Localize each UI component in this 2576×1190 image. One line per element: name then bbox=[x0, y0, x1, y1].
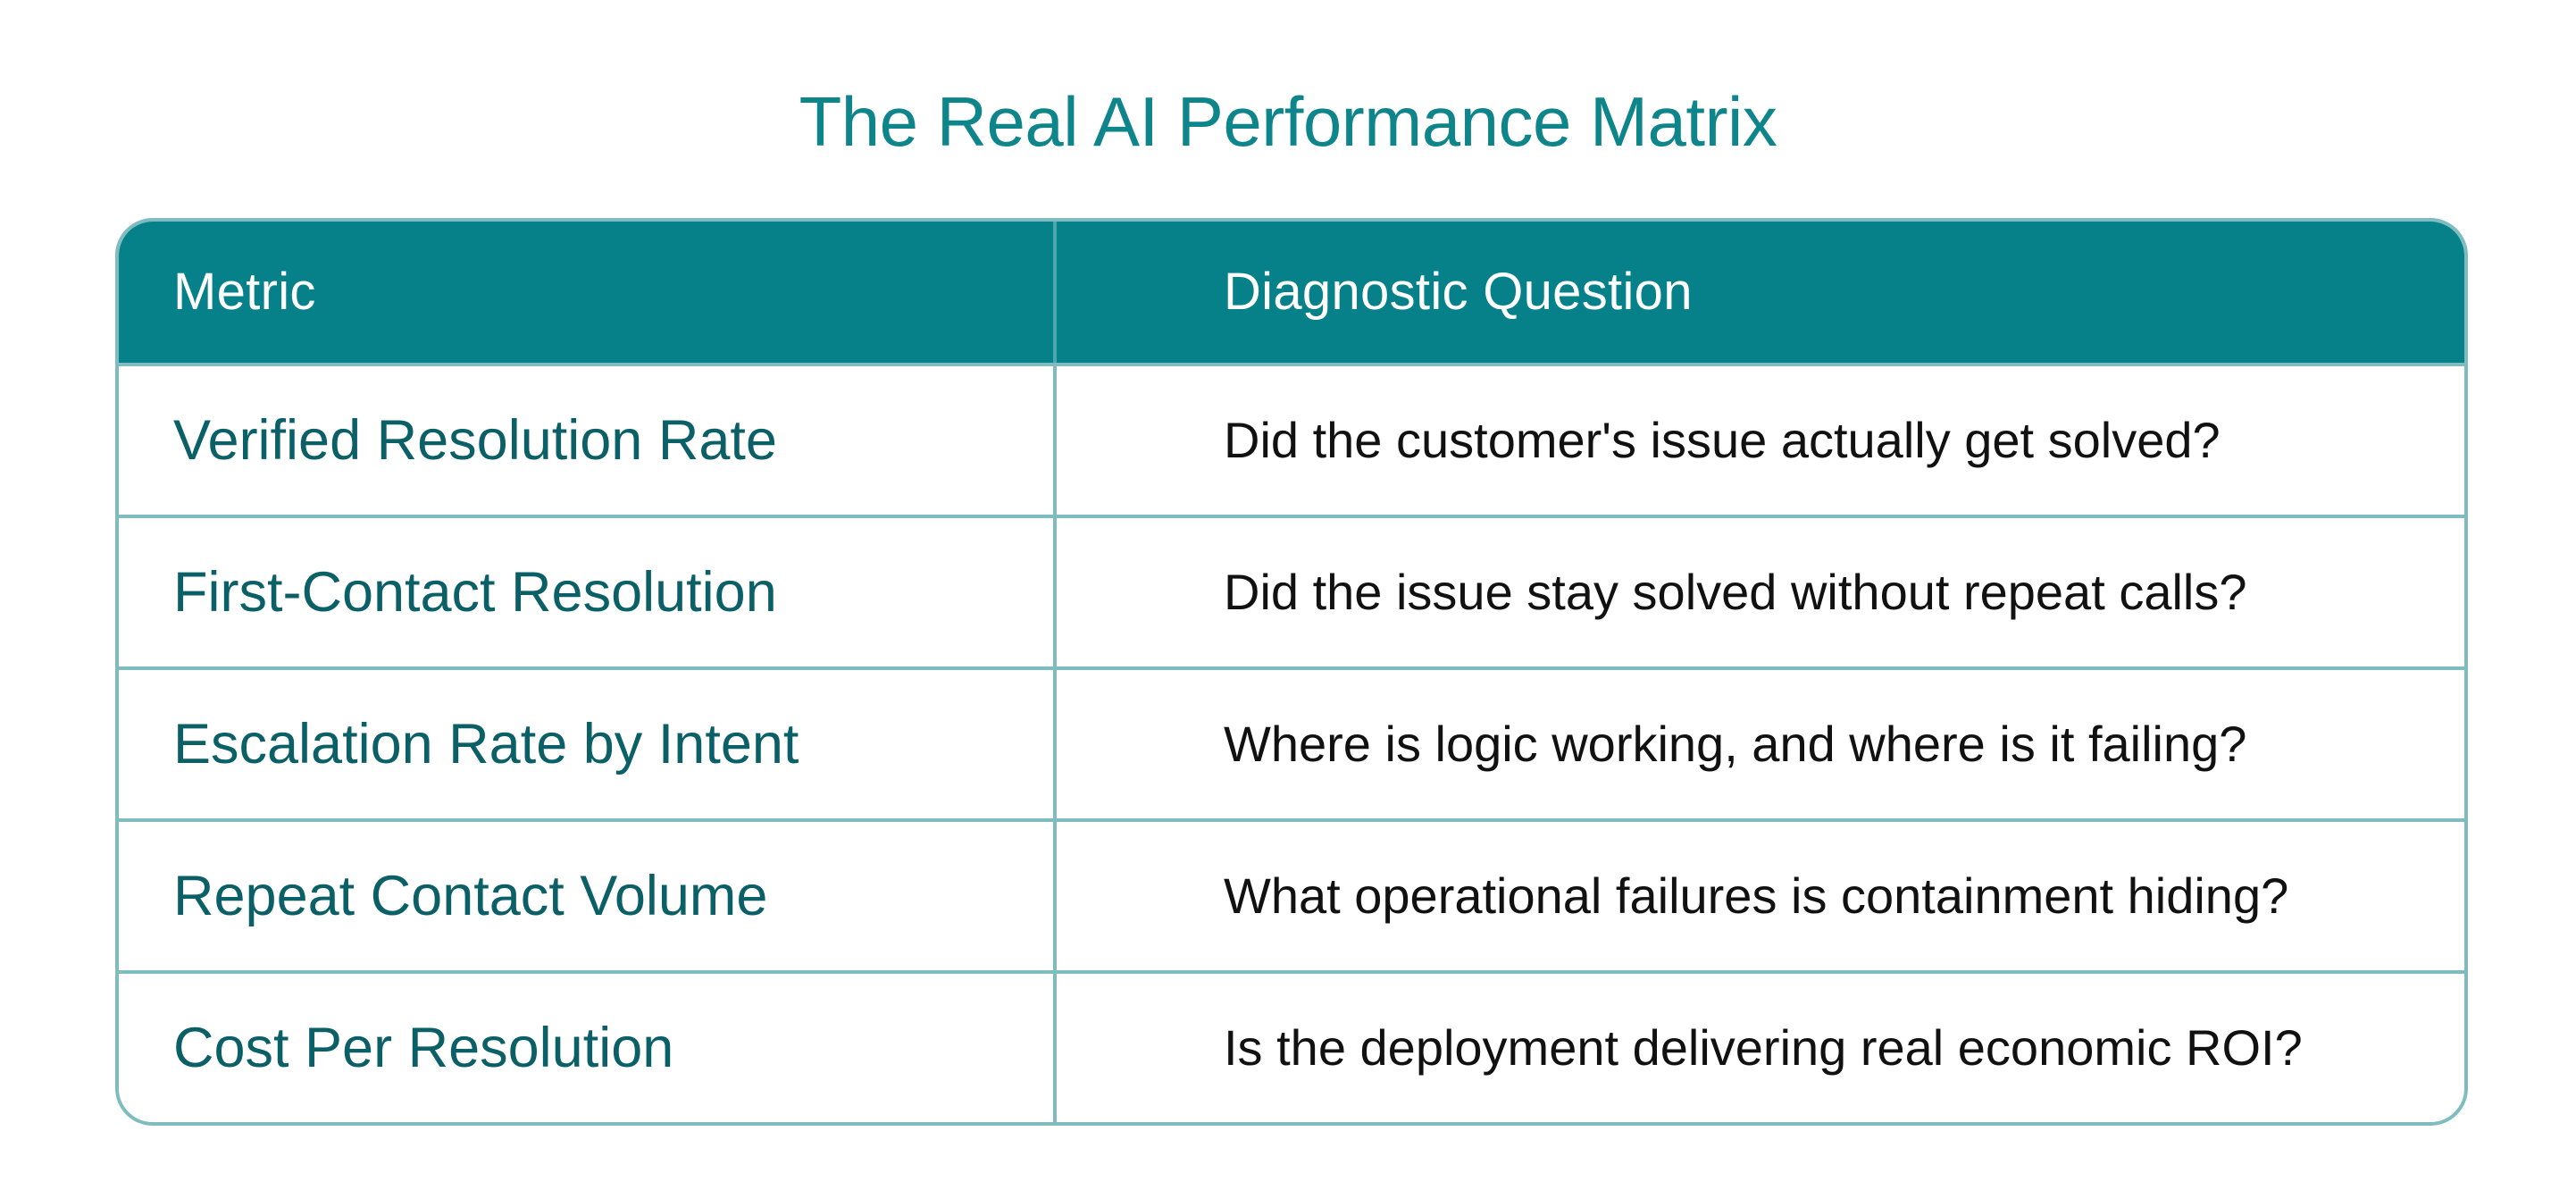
metric-cell: Repeat Contact Volume bbox=[173, 865, 768, 927]
performance-matrix-table: Metric Diagnostic Question Verified Reso… bbox=[115, 218, 2468, 1126]
table-row: Cost Per Resolution Is the deployment de… bbox=[119, 970, 2464, 1122]
metric-cell: Verified Resolution Rate bbox=[173, 409, 777, 472]
question-cell: Where is logic working, and where is it … bbox=[1224, 716, 2247, 772]
table-row: Verified Resolution Rate Did the custome… bbox=[119, 363, 2464, 515]
header-diagnostic-question: Diagnostic Question bbox=[1224, 263, 1693, 321]
question-cell: Did the customer's issue actually get so… bbox=[1224, 412, 2221, 468]
column-divider bbox=[1053, 222, 1057, 1122]
question-cell: Is the deployment delivering real econom… bbox=[1224, 1019, 2303, 1076]
header-column-divider bbox=[1053, 222, 1057, 363]
question-cell: Did the issue stay solved without repeat… bbox=[1224, 564, 2247, 620]
table-header: Metric Diagnostic Question bbox=[119, 222, 2464, 363]
header-metric: Metric bbox=[173, 263, 316, 321]
metric-cell: Escalation Rate by Intent bbox=[173, 713, 799, 775]
table-row: Escalation Rate by Intent Where is logic… bbox=[119, 666, 2464, 818]
table-row: First-Contact Resolution Did the issue s… bbox=[119, 515, 2464, 666]
metric-cell: First-Contact Resolution bbox=[173, 561, 777, 624]
question-cell: What operational failures is containment… bbox=[1224, 867, 2289, 924]
table-row: Repeat Contact Volume What operational f… bbox=[119, 818, 2464, 970]
metric-cell: Cost Per Resolution bbox=[173, 1017, 674, 1079]
page-title: The Real AI Performance Matrix bbox=[799, 82, 1777, 161]
